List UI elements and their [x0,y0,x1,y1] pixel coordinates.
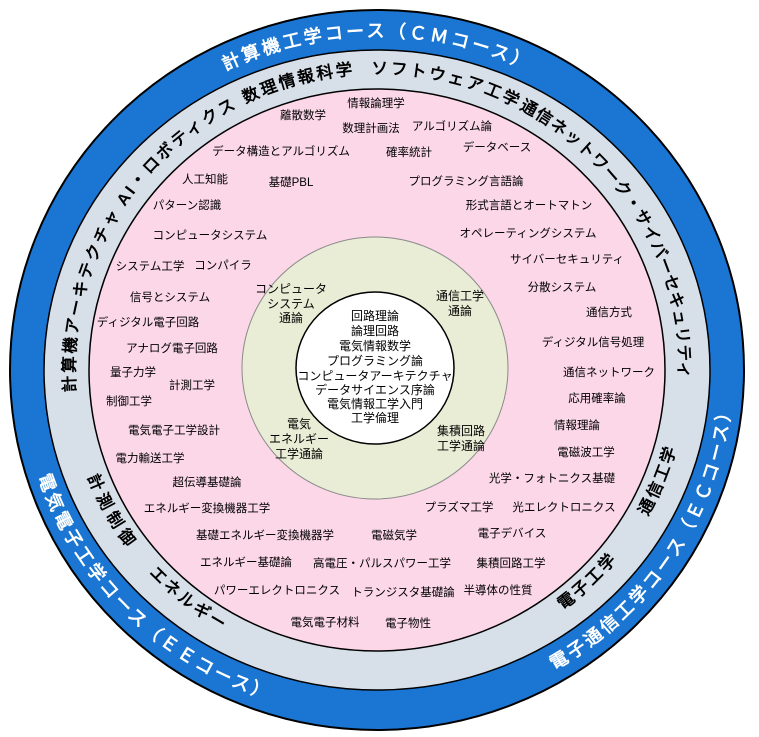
subject-label: データベース [463,140,531,154]
survey-label-integrated-circuit: 工学通論 [437,438,485,453]
survey-label-electric-energy: 電気 [287,416,311,431]
subject-label: プログラミング言語論 [409,174,524,188]
survey-label-computer-system: 通論 [279,310,303,325]
subject-label: システム工学 [116,259,185,273]
subject-label: 電磁気学 [371,528,417,542]
core-circle [295,291,455,445]
subject-label: 形式言語とオートマトン [466,198,593,212]
subject-label: 電気電子工学設計 [128,423,220,437]
survey-label-electric-energy: エネルギー [269,432,329,446]
subject-label: データ構造とアルゴリズム [212,144,350,158]
subject-label: エネルギー基礎論 [200,555,292,569]
subject-label: パワーエレクトロニクス [214,584,340,597]
subject-label: コンパイラ [194,259,252,272]
subject-label: アナログ電子回路 [126,341,218,355]
subject-label: 離散数学 [280,108,326,122]
subject-label: 電子物性 [385,616,431,630]
subject-label: 情報理論 [554,418,600,432]
subject-label: 電気電子材料 [291,615,360,629]
subject-label: アルゴリズム論 [412,119,493,133]
subject-label: パターン認識 [153,198,221,212]
subject-label: コンピュータシステム [153,229,268,242]
subject-label: トランジスタ基礎論 [351,585,455,599]
subject-label: プラズマ工学 [425,500,494,514]
subject-label: 応用確率論 [568,391,626,405]
survey-label-communication: 通論 [448,303,472,318]
core-subject-line: 論理回路 [351,323,399,338]
subject-label: 基礎エネルギー変換機器学 [196,528,334,542]
subject-label: 光エレクトロニクス [512,500,615,514]
core-subject-line: 工学倫理 [351,410,399,425]
subject-label: ディジタル電子回路 [97,315,200,329]
subject-label: 人工知能 [182,172,228,186]
subject-label: 電子デバイス [478,526,547,540]
survey-label-communication: 通信工学 [436,288,484,303]
subject-label: 制御工学 [106,394,152,408]
subject-label: 高電圧・パルスパワー工学 [313,556,451,570]
subject-label: ディジタル信号処理 [542,335,645,349]
subject-label: 基礎PBL [269,176,314,189]
subject-label: 分散システム [528,280,597,294]
subject-label: 電磁波工学 [557,445,615,459]
subject-label: 通信方式 [586,305,632,319]
subject-label: 半導体の性質 [464,583,533,597]
survey-label-electric-energy: 工学通論 [275,446,323,461]
subject-label: 電力輸送工学 [116,451,185,465]
subject-label: 計測工学 [169,378,215,392]
subject-label: 量子力学 [110,365,156,379]
survey-label-computer-system: システム [267,297,315,311]
subject-label: 光学・フォトニクス基礎 [489,471,616,485]
core-subject-line: 電気情報数学 [339,338,411,353]
core-subject-line: データサイエンス序論 [315,382,435,397]
survey-label-computer-system: コンピュータ [255,282,327,296]
subject-label: オペレーティングシステム [460,226,597,240]
core-subject-line: プログラミング論 [327,353,423,368]
subject-label: サイバーセキュリティ [510,253,624,266]
subject-label: 数理計画法 [342,121,400,135]
subject-label: 情報論理学 [347,96,405,110]
core-subject-line: コンピュータアーキテクチャ [297,369,452,383]
core-subject-line: 電気情報工学入門 [327,396,423,411]
subject-label: 信号とシステム [130,291,210,304]
subject-label: 確率統計 [386,145,432,159]
subject-label: エネルギー変換機器工学 [144,501,271,515]
subject-label: 超伝導基礎論 [173,475,242,489]
core-subject-line: 回路理論 [351,308,399,323]
subject-label: 集積回路工学 [477,556,546,570]
subject-label: 通信ネットワーク [563,366,655,379]
survey-label-integrated-circuit: 集積回路 [437,423,485,438]
